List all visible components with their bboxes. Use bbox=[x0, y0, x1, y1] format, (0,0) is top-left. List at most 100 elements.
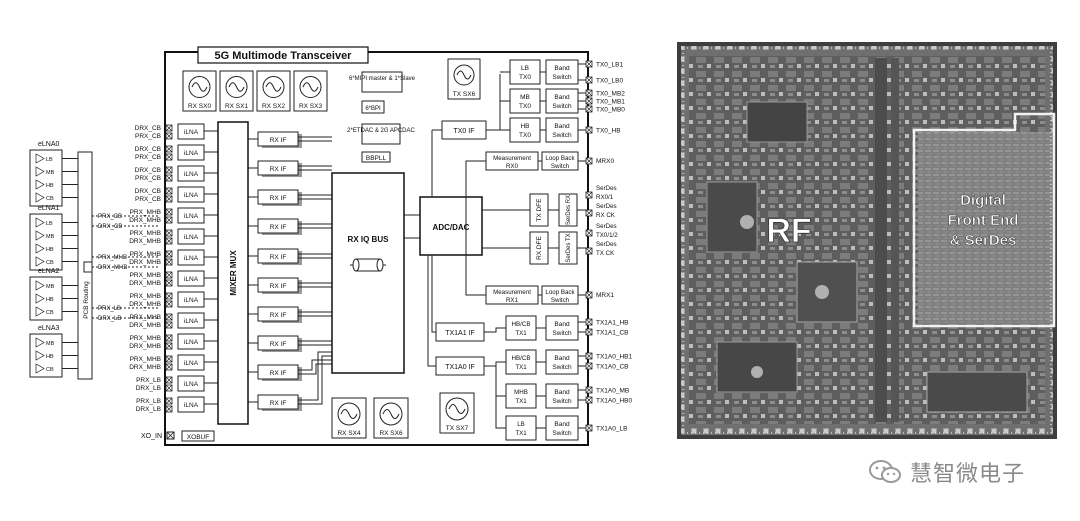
tx1-output-label: TX1A0_HB1 bbox=[596, 354, 633, 361]
tx1a0-if-label: TX1A0 IF bbox=[445, 364, 475, 371]
tx1a1-if: TX1A1 IF bbox=[435, 322, 485, 342]
tx1-amp-label: TX1 bbox=[515, 330, 527, 337]
band-switch-label: Band bbox=[554, 355, 570, 362]
rx-input-label-b: DRX_MHB bbox=[129, 280, 161, 287]
rx-pad-b bbox=[165, 195, 173, 203]
die-photo: RF Digital Front End & SerDes bbox=[677, 42, 1057, 439]
band-switch-label: Switch bbox=[552, 330, 572, 337]
rx-input-label-a: PRX_MHB bbox=[130, 356, 161, 363]
serdes-output-label: SerDes bbox=[596, 185, 617, 192]
rx-pad-a bbox=[165, 376, 173, 384]
tx1-amp-label: MHB bbox=[514, 389, 528, 396]
rx-if-block: RX IF bbox=[248, 131, 332, 148]
rx-input-label-a: PRX_MHB bbox=[130, 272, 161, 279]
xobuf-label: XOBUF bbox=[187, 434, 209, 441]
rx-if-label: RX IF bbox=[270, 312, 287, 319]
ilna-label: iLNA bbox=[184, 150, 199, 157]
tx0-output-label: TX0_MB0 bbox=[596, 107, 625, 114]
tx1-output-label: TX1A0_CB bbox=[596, 364, 629, 371]
ilna-label: iLNA bbox=[184, 276, 199, 283]
tx1-amp-label: LB bbox=[517, 421, 525, 428]
elna-group-name: eLNA0 bbox=[38, 141, 60, 148]
rx-pad-a bbox=[165, 229, 173, 237]
meas-rx1-switch-label: Loop Back bbox=[545, 289, 575, 296]
rx-pad-b bbox=[165, 384, 173, 392]
rx-pad-a bbox=[165, 187, 173, 195]
rx-synth-bottom-0-label: RX SX4 bbox=[337, 430, 361, 437]
tx1-amp-label: TX1 bbox=[515, 364, 527, 371]
die-digital-label-2: Front End bbox=[948, 212, 1019, 229]
serdes-pad bbox=[585, 209, 593, 217]
die-rf-label: RF bbox=[766, 212, 811, 250]
meas-rx0-label: Measurement bbox=[493, 155, 531, 162]
rx-pad-a bbox=[165, 292, 173, 300]
serdes-pad bbox=[585, 191, 593, 199]
rx-if-block: RX IF bbox=[248, 160, 332, 177]
rx-input-label-b: DRX_MHB bbox=[129, 217, 161, 224]
rx-if-block: RX IF bbox=[248, 189, 332, 206]
elna-band-label: HB bbox=[46, 247, 54, 253]
rx-synth-bottom-1: RX SX6 bbox=[373, 397, 409, 439]
serdes-output-label: TX CK bbox=[596, 250, 615, 257]
serdes-pad bbox=[585, 247, 593, 255]
elna-group-name: eLNA1 bbox=[38, 205, 60, 212]
tx0-if-label: TX0 IF bbox=[453, 128, 474, 135]
diagram-title: 5G Multimode Transceiver bbox=[215, 50, 353, 62]
ilna-label: iLNA bbox=[184, 234, 199, 241]
tx0-amp-label: TX0 bbox=[519, 74, 531, 81]
meas-rx0-switch-label: Loop Back bbox=[545, 155, 575, 162]
rx-synth-1: RX SX1 bbox=[219, 70, 254, 112]
band-switch-label: Band bbox=[554, 94, 570, 101]
tx1a1-if-label: TX1A1 IF bbox=[445, 330, 475, 337]
rx-dfe-label: RX DFE bbox=[536, 235, 543, 260]
tx-synth-top: TX SX6 bbox=[447, 58, 481, 100]
rx-pad-b bbox=[165, 300, 173, 308]
rx-pad-a bbox=[165, 397, 173, 405]
tx0-pad bbox=[585, 60, 593, 68]
elna-group-name: eLNA3 bbox=[38, 325, 60, 332]
elna-band-label: HB bbox=[46, 354, 54, 360]
tx1-output-label: TX1A0_LB bbox=[596, 426, 627, 433]
rx-if-label: RX IF bbox=[270, 137, 287, 144]
die-digital-label-1: Digital bbox=[960, 192, 1006, 209]
tx1-pad bbox=[585, 396, 593, 404]
rx-synth-bottom-1-label: RX SX6 bbox=[379, 430, 403, 437]
elna-band-label: CB bbox=[46, 196, 54, 202]
rx-synth-3: RX SX3 bbox=[293, 70, 328, 112]
ilna-label: iLNA bbox=[184, 171, 199, 178]
tx1-output-label: TX1A1_HB bbox=[596, 320, 629, 327]
serdes-output-label: SerDes bbox=[596, 203, 617, 210]
tx0-output-label: TX0_MB2 bbox=[596, 91, 625, 98]
rx-input-label-b: PRX_CB bbox=[135, 175, 161, 182]
rx-if-block: RX IF bbox=[248, 351, 332, 411]
tx0-pad bbox=[585, 105, 593, 113]
rx-pad-a bbox=[165, 271, 173, 279]
digital-region-outline bbox=[912, 112, 1056, 328]
tx0-output-label: TX0_HB bbox=[596, 128, 621, 135]
pcb-label: DRX_CB bbox=[98, 224, 122, 230]
serdes-output-label: RX0/1 bbox=[596, 194, 614, 201]
rx-if-block: RX IF bbox=[248, 218, 332, 235]
rx-synth-bottom-0: RX SX4 bbox=[331, 397, 367, 439]
xobuf-box bbox=[181, 430, 215, 442]
tx1-pad bbox=[585, 328, 593, 336]
tx1-amp-label: TX1 bbox=[515, 430, 527, 437]
elna-band-label: HB bbox=[46, 183, 54, 189]
tx0-amp-label: HB bbox=[520, 123, 529, 130]
meas-rx0-pad bbox=[585, 157, 593, 165]
bpi-label: 6*BPI bbox=[365, 106, 381, 112]
tx0-output-label: TX0_LB0 bbox=[596, 78, 623, 85]
mipi-box bbox=[361, 71, 403, 93]
ilna-label: iLNA bbox=[184, 381, 199, 388]
ilna-label: iLNA bbox=[184, 318, 199, 325]
etdac-label: 2*ETDAC & 2G APCDAC bbox=[347, 128, 415, 134]
